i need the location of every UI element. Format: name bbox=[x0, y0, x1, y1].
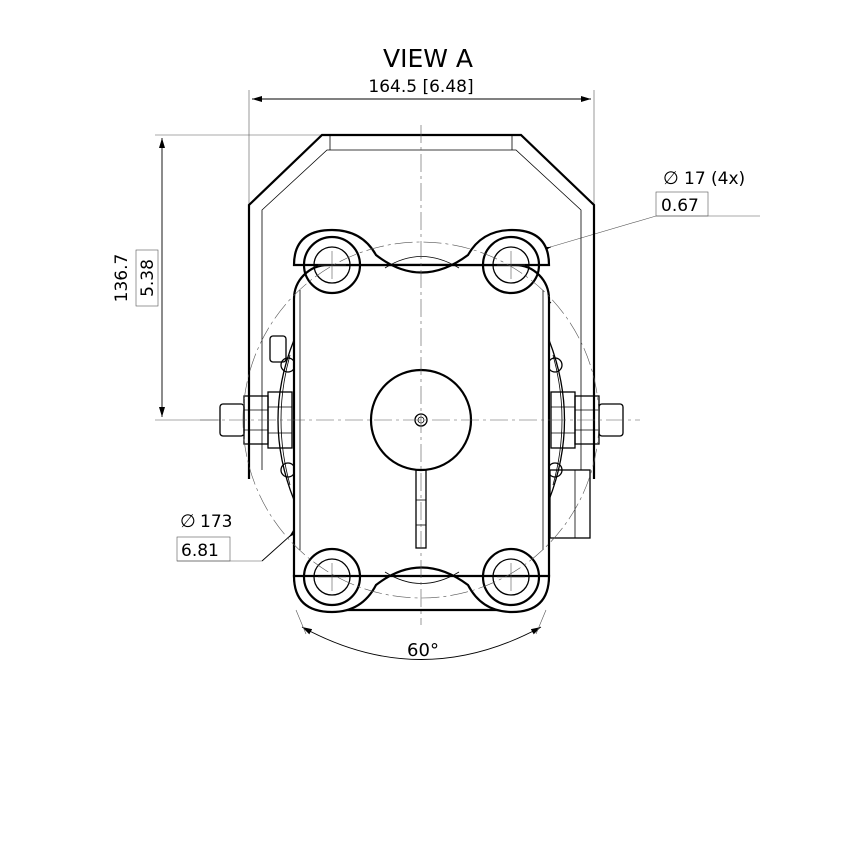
angle-dimension: 60° bbox=[295, 609, 547, 661]
hole-diameter-symbol: ∅ bbox=[663, 168, 679, 189]
bolt-circle-in: 6.81 bbox=[181, 541, 219, 561]
hole-diameter-in: 0.67 bbox=[661, 196, 699, 216]
height-dimension: 136.7 5.38 bbox=[112, 134, 330, 421]
bolt-hole-bottom-right bbox=[481, 547, 541, 607]
bolt-hole-top-right bbox=[481, 235, 541, 295]
view-title: VIEW A bbox=[383, 44, 473, 73]
width-dimension-label: 164.5 [6.48] bbox=[368, 77, 473, 97]
bolt-hole-bottom-left bbox=[302, 547, 362, 607]
pump-body bbox=[200, 125, 640, 625]
hole-diameter-mm: 17 (4x) bbox=[684, 169, 745, 189]
bolt-hole-top-left bbox=[302, 235, 362, 295]
mounting-bracket bbox=[247, 133, 596, 479]
bolt-circle-symbol: ∅ bbox=[180, 511, 196, 532]
bolt-circle-mm: 173 bbox=[200, 512, 232, 532]
hole-diameter-callout: ∅ 17 (4x) 0.67 bbox=[461, 168, 760, 278]
height-dimension-mm: 136.7 bbox=[112, 254, 132, 303]
height-dimension-in: 5.38 bbox=[138, 259, 158, 297]
width-dimension: 164.5 [6.48] bbox=[248, 77, 595, 205]
angle-dimension-label: 60° bbox=[407, 640, 439, 661]
